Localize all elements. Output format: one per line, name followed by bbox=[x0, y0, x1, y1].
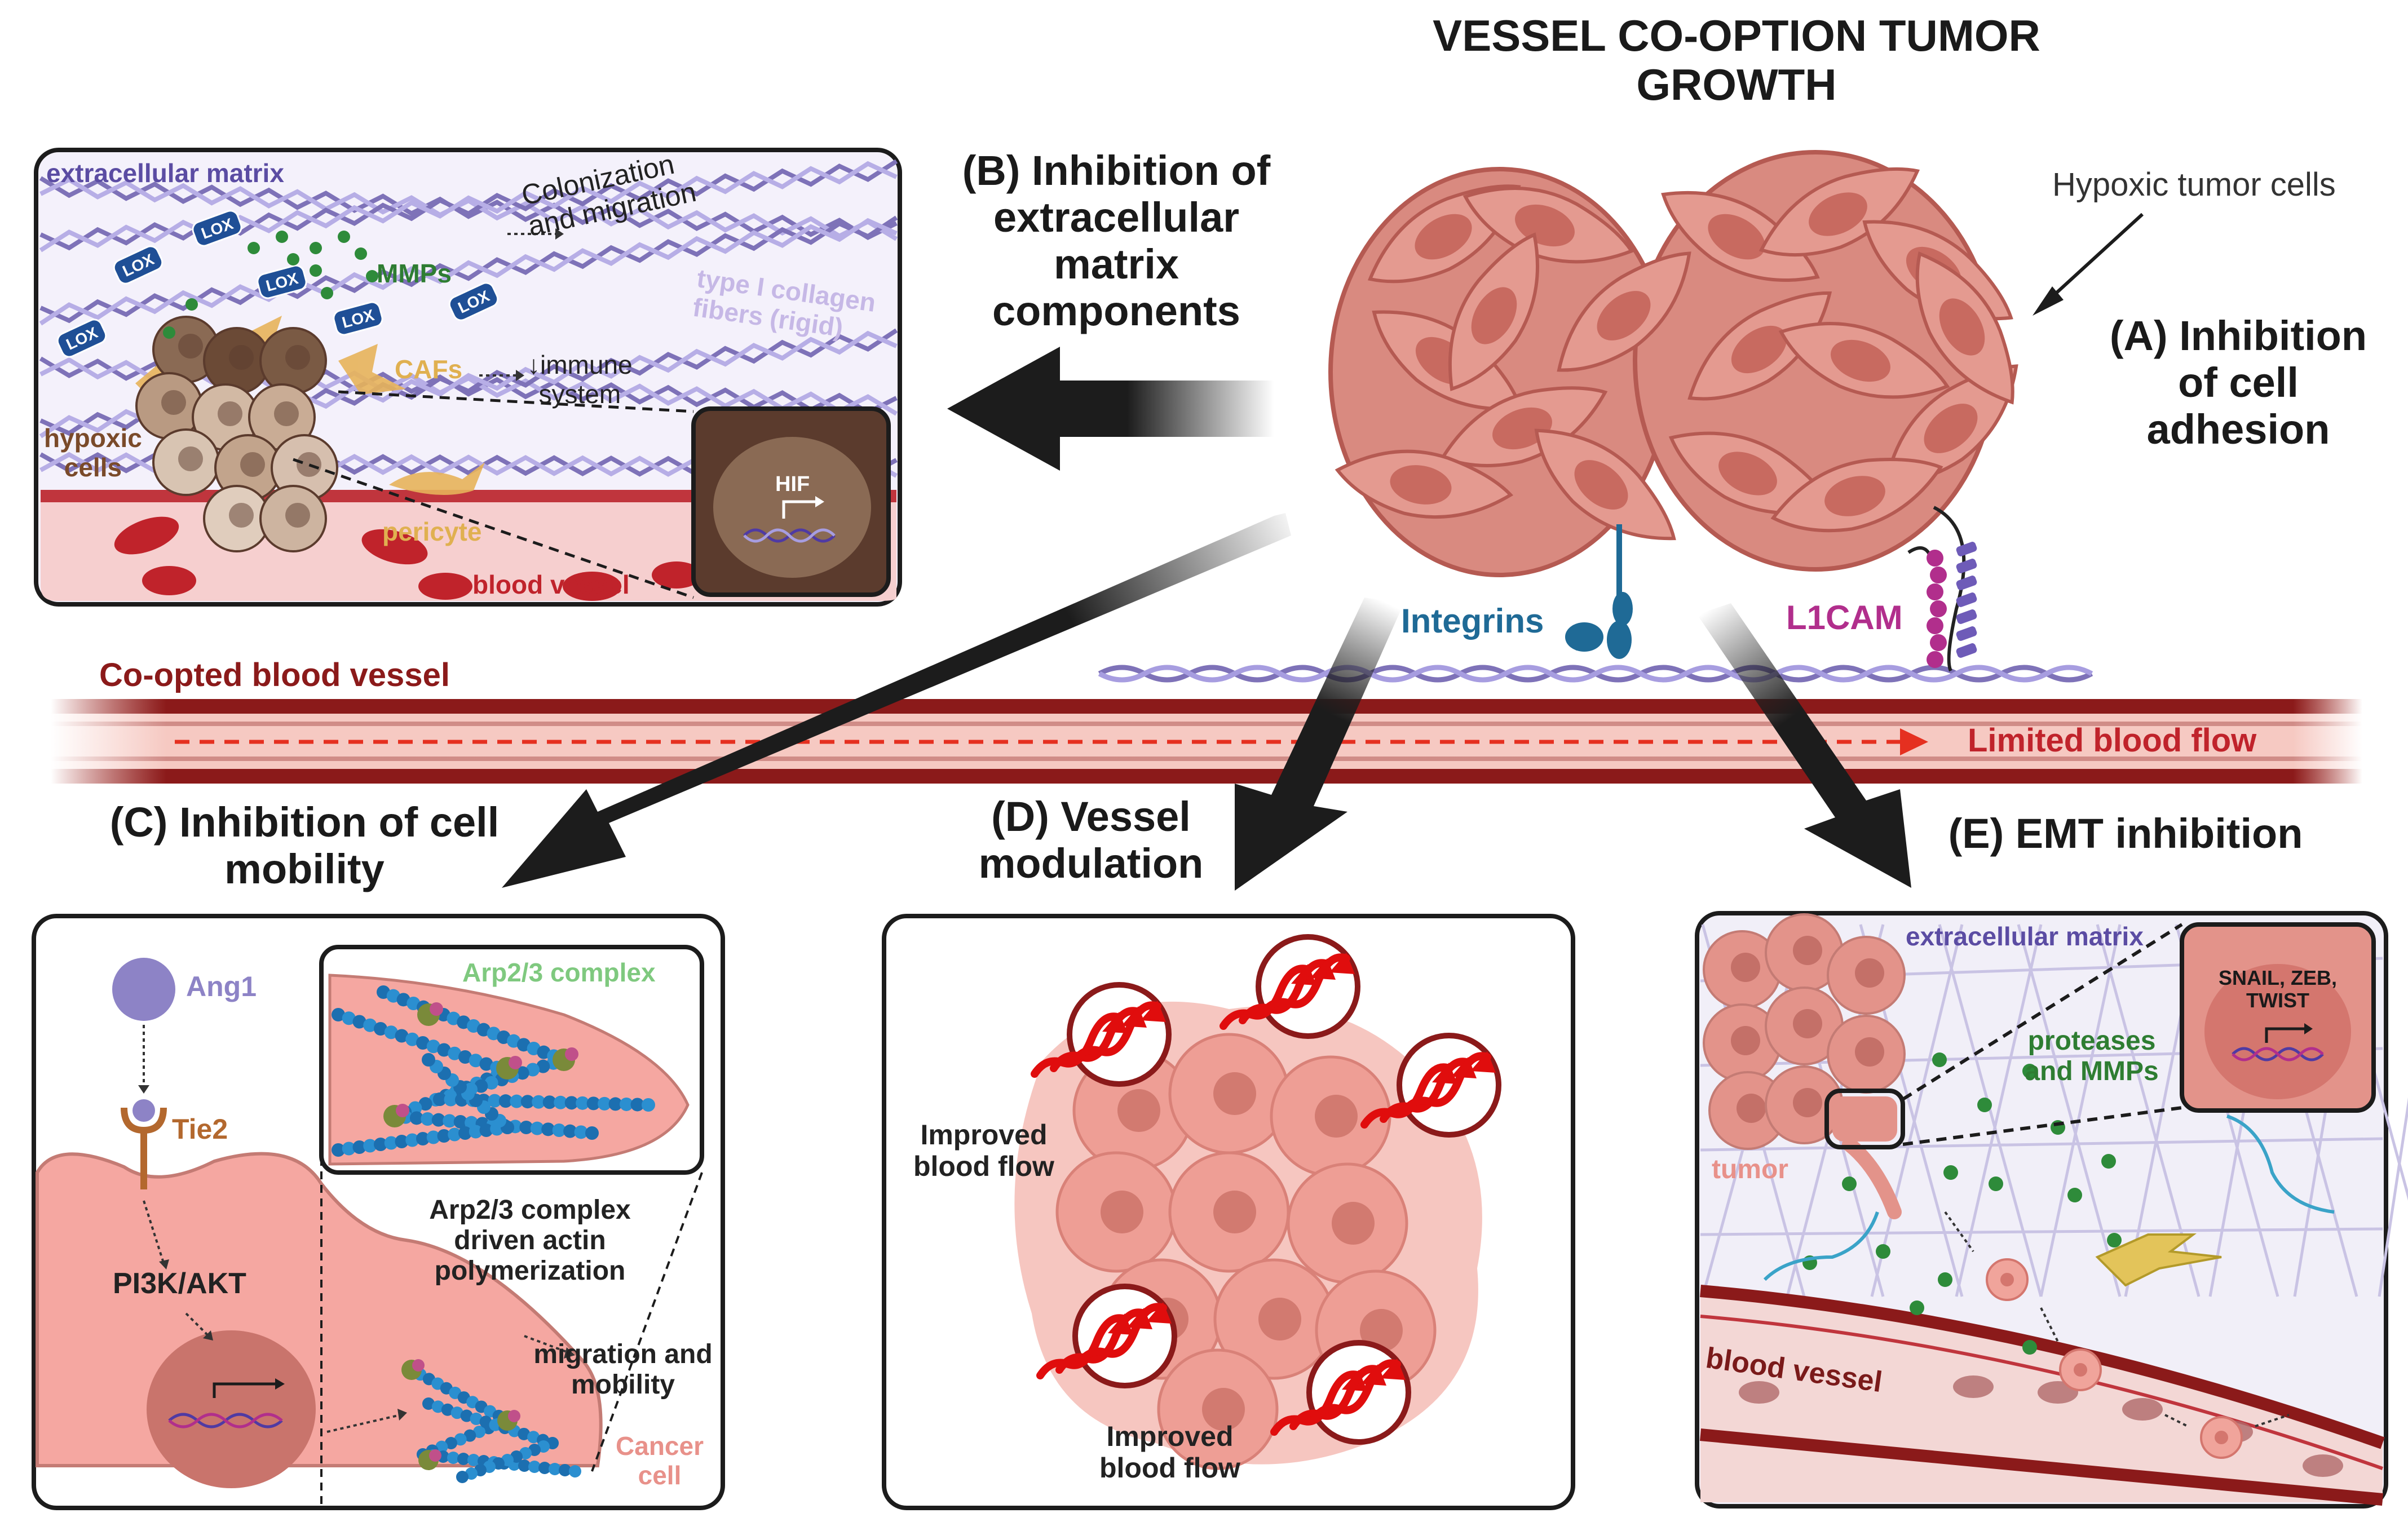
b-immune-label: ↓immune system bbox=[527, 350, 633, 409]
heading-b-ecm: (B) Inhibition of extracellular matrix c… bbox=[962, 147, 1271, 334]
tumor-cell bbox=[1758, 167, 1920, 257]
co-opted-vessel-label: Co-opted blood vessel bbox=[99, 657, 450, 693]
arrow-to-panel-b bbox=[947, 347, 1274, 471]
emt-transcription-inset bbox=[2180, 922, 2376, 1113]
hypoxic-tumor-cells-label: Hypoxic tumor cells bbox=[2052, 166, 2336, 203]
tumor-cell bbox=[1778, 322, 1950, 399]
limited-blood-flow-label: Limited blood flow bbox=[1968, 722, 2257, 759]
integrins-label: Integrins bbox=[1401, 602, 1544, 640]
l1cam-label: L1CAM bbox=[1786, 599, 1903, 636]
vessel-cross-section bbox=[1036, 1284, 1177, 1388]
b-blood-vessel-label: blood vessel bbox=[472, 570, 630, 599]
c-ang1-label: Ang1 bbox=[186, 971, 257, 1002]
d-flow-label-1: Improved blood flow bbox=[913, 1119, 1054, 1182]
panel-d-box bbox=[882, 914, 1575, 1510]
lox-enzyme: LOX bbox=[192, 210, 242, 247]
heading-e-emt-inhibition: (E) EMT inhibition bbox=[1948, 810, 2303, 857]
b-pericyte-label: pericyte bbox=[382, 517, 482, 546]
b-hypoxic-cells-label: hypoxic cells bbox=[44, 423, 142, 482]
vessel-cross-section bbox=[1031, 982, 1172, 1087]
vessel-cross-section bbox=[1360, 1033, 1501, 1138]
panel-e-box bbox=[1695, 911, 2408, 1509]
arp-inset bbox=[319, 945, 704, 1175]
e-ecm-label: extracellular matrix bbox=[1906, 922, 2144, 951]
c-cancer-cell-label: Cancer cell bbox=[616, 1431, 704, 1490]
tumor-cell bbox=[1770, 457, 1943, 533]
vessel-cross-section bbox=[1270, 1340, 1411, 1445]
c-arp-inset-label: Arp2/3 complex bbox=[462, 958, 656, 987]
tumor-cell bbox=[1463, 187, 1634, 264]
e-tumor-label: tumor bbox=[1712, 1154, 1788, 1184]
tumor-cell bbox=[1448, 232, 1540, 391]
d-flow-label-2: Improved blood flow bbox=[1099, 1421, 1240, 1484]
figure-title: VESSEL CO-OPTION TUMOR GROWTH bbox=[1433, 11, 2040, 110]
central-matrix-strip bbox=[1098, 665, 2093, 683]
e-proteases-label: proteases and MMPs bbox=[2025, 1026, 2159, 1086]
hypoxic-pointer-arrow bbox=[2042, 213, 2144, 306]
co-opted-blood-vessel bbox=[51, 699, 2362, 784]
l1cam-molecule bbox=[1907, 506, 1977, 672]
heading-a-cell-adhesion: (A) Inhibition of cell adhesion bbox=[2109, 312, 2367, 453]
c-tie2-label: Tie2 bbox=[172, 1113, 228, 1145]
tumor-cell bbox=[1884, 364, 2018, 485]
central-tumor-mass bbox=[1328, 150, 2018, 577]
hif-inset bbox=[691, 406, 891, 597]
vessel-cross-section bbox=[1220, 934, 1360, 1039]
tumor-cell bbox=[1534, 428, 1676, 541]
b-cafs-label: CAFs bbox=[395, 355, 463, 384]
heading-d-vessel-modulation: (D) Vessel modulation bbox=[978, 793, 1204, 887]
tumor-cell bbox=[1687, 291, 1832, 401]
c-arp-text: Arp2/3 complex driven actin polymerizati… bbox=[429, 1195, 631, 1286]
c-pi3k-label: PI3K/AKT bbox=[113, 1267, 246, 1300]
c-migration-label: migration and mobility bbox=[533, 1339, 713, 1400]
lox-enzyme: LOX bbox=[257, 264, 307, 299]
lox-enzyme: LOX bbox=[333, 301, 383, 336]
tumor-cell bbox=[1557, 251, 1691, 372]
b-mmps-label: MMPs bbox=[377, 259, 452, 288]
integrin-receptor bbox=[1565, 524, 1633, 659]
panel-c-box bbox=[32, 914, 725, 1510]
heading-c-cell-mobility: (C) Inhibition of cell mobility bbox=[109, 799, 500, 892]
tumor-cell bbox=[1335, 449, 1514, 519]
b-ecm-label: extracellular matrix bbox=[46, 158, 284, 188]
tumor-cell bbox=[1661, 191, 1820, 282]
arrow-to-panel-d bbox=[1235, 598, 1404, 891]
e-tf-label: SNAIL, ZEB, TWIST bbox=[2218, 966, 2337, 1012]
b-hif-label: HIF bbox=[775, 472, 810, 496]
arrow-to-panel-c bbox=[502, 513, 1291, 888]
arrow-to-panel-e bbox=[1697, 603, 1911, 888]
tumor-cell bbox=[1915, 251, 2014, 405]
lox-enzyme: LOX bbox=[448, 282, 499, 321]
